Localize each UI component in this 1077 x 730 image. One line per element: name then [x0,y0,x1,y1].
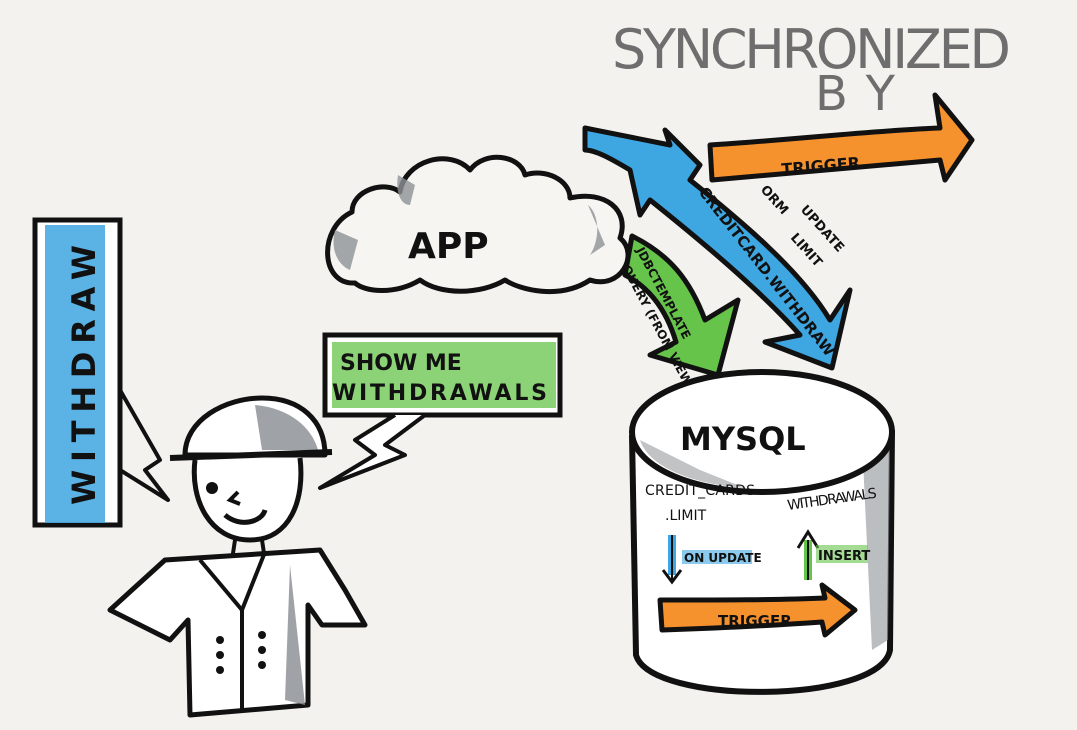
on-update-arrow: ON UPDATE [661,535,762,585]
db-left-field: .LIMIT [665,508,707,524]
withdraw-label: WITHDRAW [65,245,103,505]
title: SYNCHRONIZED BY [612,18,1012,122]
top-trigger-arrow: TRIGGER [707,92,975,183]
speech-bubble: SHOW ME WITHDRAWALS [318,332,563,490]
withdraw-banner: WITHDRAW [32,217,170,528]
speech-line1: SHOW ME [340,351,462,376]
speech-line2: WITHDRAWALS [332,381,547,406]
mysql-database: MYSQL CREDIT_CARDS .LIMIT WITHDRAWALS ON… [629,369,895,695]
db-trigger-arrow: TRIGGER [657,582,858,638]
app-cloud: APP [325,154,631,295]
db-trigger-label: TRIGGER [718,612,792,630]
app-label: APP [408,226,489,267]
orm-label-line1: ORM [757,183,791,218]
insert-arrow: INSERT [796,529,870,580]
on-update-label: ON UPDATE [684,551,762,565]
title-line1: SYNCHRONIZED [612,18,1012,81]
insert-label: INSERT [818,549,870,564]
db-left-table: CREDIT_CARDS [645,483,755,499]
db-name: MYSQL [680,420,806,458]
person-figure [107,395,368,718]
